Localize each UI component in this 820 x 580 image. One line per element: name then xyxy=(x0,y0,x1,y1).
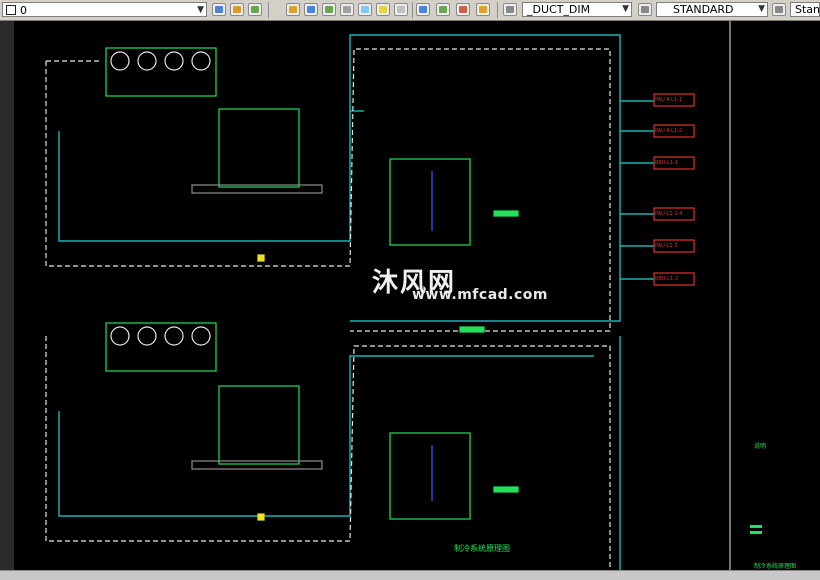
schematic-svg xyxy=(14,21,820,570)
toolbar-separator xyxy=(268,2,269,18)
side-panel xyxy=(750,525,762,534)
room-label-2: PAU-K-L1-2 xyxy=(655,128,683,134)
vertical-ruler xyxy=(0,21,15,570)
layer-dropdown[interactable]: 0 ▼ xyxy=(2,2,207,17)
text-style-value: STANDARD xyxy=(673,3,734,16)
drawing-title: 制冷系统原理图 xyxy=(454,544,510,553)
text-style-icon[interactable] xyxy=(638,3,652,16)
system-1 xyxy=(45,34,695,333)
layer-copy-icon[interactable] xyxy=(476,3,490,16)
chevron-down-icon: ▼ xyxy=(197,5,204,15)
change-layer-icon[interactable] xyxy=(304,3,318,16)
dimension-style-value: _DUCT_DIM xyxy=(527,3,591,16)
freeze-layer-icon[interactable] xyxy=(358,3,372,16)
toolbar-separator xyxy=(497,2,498,18)
lock-layer-icon[interactable] xyxy=(394,3,408,16)
dimension-style-icon[interactable] xyxy=(503,3,517,16)
room-label-5: PAU-L1-3 xyxy=(655,243,678,249)
layer-dropdown-value: 0 xyxy=(20,4,27,17)
watermark-brand: 沐风网 xyxy=(372,268,457,298)
layer-delete-icon[interactable] xyxy=(456,3,470,16)
room-label-3: KBU-L1-1 xyxy=(655,160,679,166)
chevron-down-icon: ▼ xyxy=(758,4,765,14)
table-style-dropdown[interactable]: Stand xyxy=(790,2,820,17)
layer-walk-icon[interactable] xyxy=(416,3,430,16)
off-layer-icon[interactable] xyxy=(376,3,390,16)
room-label-6: KBU-L1-2 xyxy=(655,276,679,282)
table-style-value: Stand xyxy=(795,3,820,16)
toolbar-separator xyxy=(412,2,413,18)
room-label-4: PAU-L1-1-4 xyxy=(655,211,683,217)
layer-previous-icon[interactable] xyxy=(230,3,244,16)
properties-toolbar: 0 ▼ _DUCT_DIM ▼ STANDARD ▼ Stand xyxy=(0,0,820,21)
status-bar xyxy=(0,570,820,580)
text-style-dropdown[interactable]: STANDARD ▼ xyxy=(656,2,768,17)
system-2 xyxy=(45,322,621,570)
side-title: 制冷系统原理图 xyxy=(754,563,797,570)
side-note: 说明 xyxy=(754,443,767,450)
layer-state-icon[interactable] xyxy=(248,3,262,16)
drawing-canvas[interactable]: PAU-K-L1-1 PAU-K-L1-2 KBU-L1-1 PAU-L1-1-… xyxy=(14,21,820,570)
layer-merge-icon[interactable] xyxy=(436,3,450,16)
layer-color-swatch-icon xyxy=(6,5,16,15)
unisolate-layer-icon[interactable] xyxy=(340,3,354,16)
isolate-layer-icon[interactable] xyxy=(322,3,336,16)
room-label-1: PAU-K-L1-1 xyxy=(655,97,683,103)
chevron-down-icon: ▼ xyxy=(622,4,629,14)
dimension-style-dropdown[interactable]: _DUCT_DIM ▼ xyxy=(522,2,632,17)
table-style-icon[interactable] xyxy=(772,3,786,16)
match-layer-icon[interactable] xyxy=(286,3,300,16)
layer-properties-icon[interactable] xyxy=(212,3,226,16)
watermark-url: www.mfcad.com xyxy=(412,287,548,303)
